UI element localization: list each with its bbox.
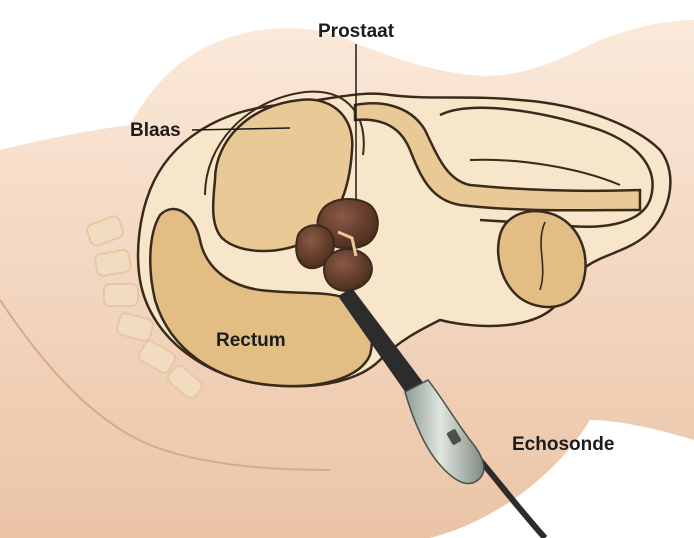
- prostate-label: Prostaat: [318, 21, 395, 42]
- rectum-label: Rectum: [216, 330, 286, 351]
- bladder-label: Blaas: [130, 120, 181, 141]
- probe-label: Echosonde: [512, 434, 614, 455]
